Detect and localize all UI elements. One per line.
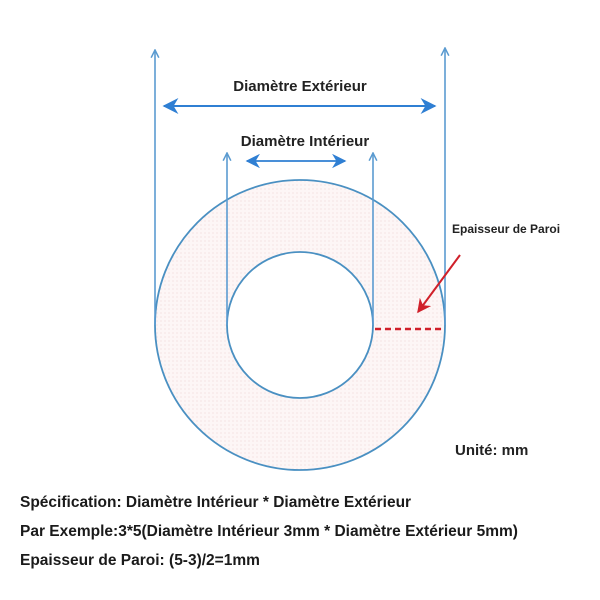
inner-circle	[226, 251, 374, 399]
spec-note: Spécification: Diamètre Intérieur * Diam…	[20, 494, 412, 511]
tube-ring	[154, 179, 446, 471]
wall-thickness-note: Epaisseur de Paroi: (5-3)/2=1mm	[20, 552, 260, 569]
inner-diameter-label: Diamètre Intérieur	[240, 133, 370, 150]
unit-label: Unité: mm	[455, 442, 529, 459]
example-note: Par Exemple:3*5(Diamètre Intérieur 3mm *…	[20, 523, 518, 540]
wall-thickness-pointer-arrow	[417, 254, 461, 314]
tube-wall-area	[154, 179, 445, 471]
wall-thickness-label: Epaisseur de Paroi	[452, 222, 561, 236]
outer-diameter-label: Diamètre Extérieur	[233, 78, 367, 95]
specification-notes: Spécification: Diamètre Intérieur * Diam…	[20, 493, 518, 580]
